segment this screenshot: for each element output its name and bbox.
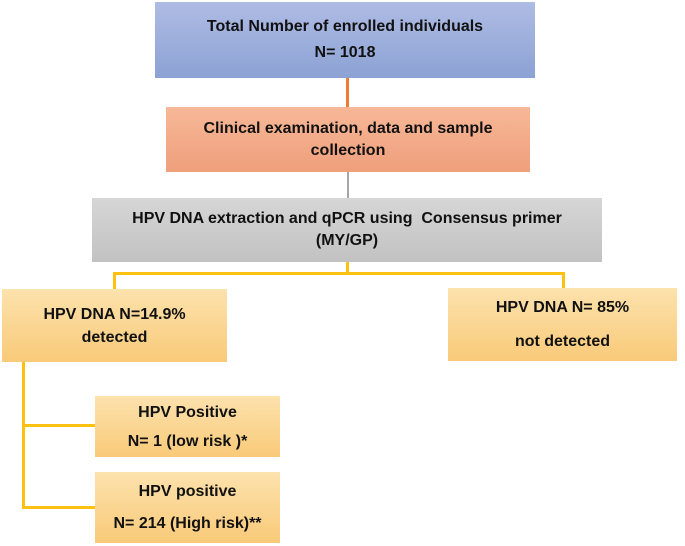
connector-branch-to-low-risk (22, 424, 95, 427)
node-clinical-examination-line1: Clinical examination, data and sample (203, 119, 493, 137)
node-dna-extraction-line1: HPV DNA extraction and qPCR using Consen… (132, 210, 562, 227)
node-total-enrolled: Total Number of enrolled individuals N= … (155, 2, 535, 78)
connector-extraction-stem (346, 262, 349, 274)
node-dna-extraction: HPV DNA extraction and qPCR using Consen… (92, 198, 602, 262)
node-dna-extraction-line2: (MY/GP) (315, 232, 379, 249)
node-hpv-not-detected-line2: not detected (514, 332, 611, 350)
node-clinical-examination-line2: collection (310, 141, 386, 159)
node-hpv-positive-high-risk: HPV positive N= 214 (High risk)** (95, 472, 280, 543)
node-total-enrolled-line1: Total Number of enrolled individuals (206, 18, 484, 35)
connector-enrolled-to-clinical (346, 78, 349, 107)
connector-detected-tree-vertical (22, 362, 25, 509)
node-hpv-positive-high-risk-line2: N= 214 (High risk)** (113, 514, 262, 532)
node-hpv-positive-low-risk-line1: HPV Positive (138, 403, 237, 421)
connector-drop-to-not-detected (562, 272, 565, 288)
connector-clinical-to-extraction (347, 172, 349, 198)
node-hpv-not-detected: HPV DNA N= 85% not detected (448, 288, 677, 361)
connector-branch-to-high-risk (22, 506, 95, 509)
connector-branch-horizontal (113, 272, 565, 275)
node-clinical-examination: Clinical examination, data and sample co… (166, 107, 530, 172)
connector-drop-to-detected (113, 272, 116, 289)
node-hpv-positive-high-risk-line1: HPV positive (138, 482, 237, 500)
node-hpv-positive-low-risk: HPV Positive N= 1 (low risk )* (95, 396, 280, 457)
node-hpv-detected-line2: detected (81, 328, 148, 346)
node-hpv-detected-line1: HPV DNA N=14.9% (43, 305, 186, 323)
node-total-enrolled-line2: N= 1018 (314, 44, 376, 61)
node-hpv-not-detected-line1: HPV DNA N= 85% (495, 298, 630, 316)
node-hpv-positive-low-risk-line2: N= 1 (low risk )* (127, 432, 248, 450)
node-hpv-detected: HPV DNA N=14.9% detected (2, 289, 227, 362)
